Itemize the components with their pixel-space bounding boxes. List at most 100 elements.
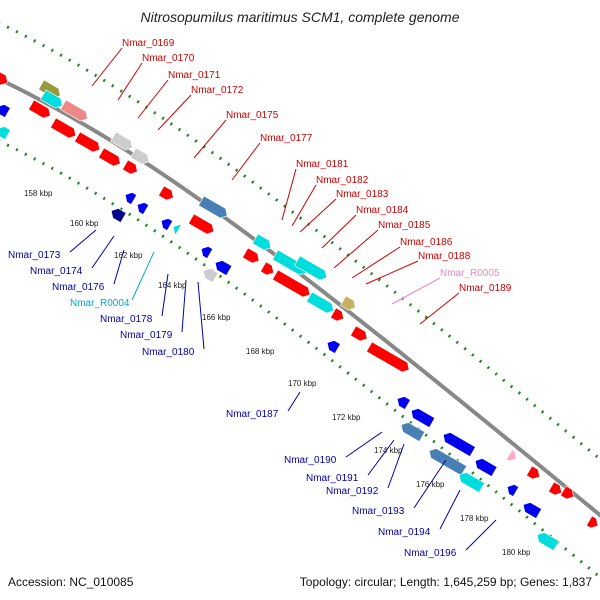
label-leader bbox=[465, 519, 497, 551]
label-leader bbox=[131, 251, 155, 301]
gene-block bbox=[0, 126, 11, 140]
gene-block bbox=[506, 484, 520, 497]
tick-label: 158 kbp bbox=[24, 189, 53, 198]
gene-block bbox=[428, 448, 468, 476]
gene-label-reverse: Nmar_0196 bbox=[404, 548, 457, 559]
gene-block bbox=[330, 307, 344, 322]
gene-label-forward: Nmar_0169 bbox=[122, 38, 175, 49]
map-title: Nitrosopumilus maritimus SCM1, complete … bbox=[140, 9, 460, 25]
gene-label-forward: Nmar_0172 bbox=[191, 85, 244, 96]
gene-block bbox=[198, 195, 228, 219]
gene-block bbox=[442, 432, 476, 457]
gene-block bbox=[272, 269, 311, 298]
label-leader bbox=[387, 443, 405, 489]
gene-block bbox=[130, 147, 150, 165]
gene-block bbox=[526, 465, 540, 480]
tick-label: 162 kbp bbox=[114, 251, 143, 260]
label-leader bbox=[345, 431, 383, 458]
label-leader bbox=[281, 168, 297, 221]
gene-block bbox=[474, 458, 498, 477]
tick-label: 178 kbp bbox=[460, 514, 489, 523]
gene-block bbox=[366, 341, 410, 373]
label-leader bbox=[321, 214, 357, 249]
gene-block bbox=[200, 246, 214, 259]
label-leader bbox=[419, 292, 460, 325]
gene-block bbox=[410, 408, 436, 428]
gene-block bbox=[160, 218, 174, 231]
gene-label-reverse: Nmar_0190 bbox=[284, 455, 337, 466]
label-leader bbox=[193, 119, 227, 159]
gene-block bbox=[0, 71, 8, 86]
gene-label-forward: Nmar_0183 bbox=[336, 189, 389, 200]
gene-block bbox=[306, 291, 334, 314]
gene-label-reverse: Nmar_0180 bbox=[142, 347, 195, 358]
gene-block bbox=[260, 261, 274, 276]
gene-label-forward: Nmar_0177 bbox=[260, 133, 313, 144]
gene-label-reverse: Nmar_0194 bbox=[378, 527, 431, 538]
gene-block bbox=[50, 117, 77, 139]
gene-block bbox=[40, 89, 63, 109]
gene-label-reverse: Nmar_R0004 bbox=[70, 298, 130, 309]
tick-label: 164 kbp bbox=[158, 281, 187, 290]
gene-block bbox=[60, 99, 88, 122]
gene-block bbox=[110, 131, 133, 151]
gene-block bbox=[548, 481, 562, 496]
label-leader bbox=[333, 229, 379, 269]
outer-guide-ring bbox=[0, 21, 600, 462]
tick-label: 170 kbp bbox=[288, 379, 317, 388]
tick-label: 168 kbp bbox=[246, 347, 275, 356]
gene-label-reverse: Nmar_0178 bbox=[100, 314, 153, 325]
gene-block bbox=[458, 472, 485, 493]
gene-label-reverse: Nmar_0192 bbox=[326, 486, 379, 497]
label-leader bbox=[413, 459, 447, 509]
label-leader bbox=[367, 439, 395, 476]
tick-label: 160 kbp bbox=[70, 219, 99, 228]
label-leader bbox=[391, 277, 441, 305]
gene-block bbox=[98, 147, 121, 167]
gene-label-forward: Nmar_0182 bbox=[316, 175, 369, 186]
label-leader bbox=[117, 62, 143, 101]
label-leader bbox=[161, 273, 169, 317]
gene-block bbox=[110, 208, 127, 223]
gene-block bbox=[136, 202, 150, 215]
tick-label: 172 kbp bbox=[332, 413, 361, 422]
label-leader bbox=[181, 279, 187, 333]
gene-label-forward: Nmar_0175 bbox=[226, 110, 279, 121]
gene-block bbox=[172, 224, 182, 235]
gene-label-forward: Nmar_0184 bbox=[356, 205, 409, 216]
label-leader bbox=[351, 246, 401, 279]
label-leader bbox=[157, 94, 192, 131]
label-leader bbox=[287, 391, 301, 412]
label-leader bbox=[113, 249, 125, 285]
genome-summary: Topology: circular; Length: 1,645,259 bp… bbox=[299, 575, 592, 589]
label-leader bbox=[365, 260, 419, 285]
gene-block bbox=[158, 185, 174, 201]
gene-label-reverse: Nmar_0187 bbox=[226, 409, 279, 420]
label-leader bbox=[197, 281, 205, 350]
inner-guide-ring bbox=[0, 139, 600, 580]
gene-block bbox=[522, 502, 542, 519]
gene-block bbox=[326, 340, 341, 354]
gene-label-reverse: Nmar_0173 bbox=[8, 250, 61, 261]
gene-label-forward: Nmar_0188 bbox=[418, 251, 471, 262]
label-leader bbox=[137, 79, 169, 119]
gene-label-forward: Nmar_0181 bbox=[296, 159, 349, 170]
label-leader bbox=[291, 184, 317, 227]
gene-block bbox=[586, 515, 599, 529]
gene-label-forward: Nmar_0186 bbox=[400, 237, 453, 248]
gene-block bbox=[340, 295, 356, 311]
label-leader bbox=[91, 235, 115, 269]
tick-label: 166 kbp bbox=[202, 313, 231, 322]
gene-block bbox=[28, 99, 51, 119]
gene-block bbox=[294, 255, 328, 281]
gene-block bbox=[506, 449, 517, 462]
gene-block bbox=[188, 213, 215, 235]
label-leader bbox=[299, 198, 337, 233]
gene-label-reverse: Nmar_0191 bbox=[306, 473, 359, 484]
gene-block bbox=[122, 159, 138, 175]
gene-label-reverse: Nmar_0193 bbox=[352, 506, 405, 517]
gene-block bbox=[214, 260, 233, 276]
gene-block bbox=[242, 247, 260, 264]
